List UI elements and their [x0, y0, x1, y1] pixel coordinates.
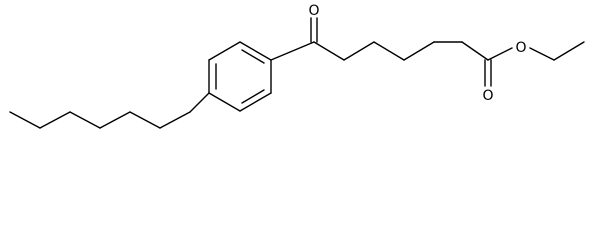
bond — [39, 111, 71, 129]
bond — [159, 111, 191, 129]
hexyl-chain — [9, 92, 210, 129]
bond — [313, 41, 345, 61]
ester-carbonyl-oxygen-label: O — [482, 88, 493, 104]
bond — [529, 47, 555, 61]
bond — [99, 111, 131, 129]
bond — [9, 111, 41, 129]
bond — [239, 41, 272, 61]
bond — [461, 41, 489, 61]
bond — [403, 41, 435, 61]
bond — [129, 111, 161, 129]
keto-ester-chain — [270, 17, 585, 87]
bond — [239, 92, 272, 112]
atom-labels: O O O — [308, 3, 526, 104]
ketone-oxygen-label: O — [308, 3, 319, 19]
ester-ether-oxygen-label: O — [515, 40, 526, 56]
bond — [487, 47, 513, 61]
bond — [208, 41, 241, 61]
benzene-ring — [208, 41, 272, 112]
bond — [270, 41, 315, 61]
aromatic-double-bond — [241, 89, 265, 104]
bond — [69, 111, 101, 129]
bond — [553, 41, 585, 61]
bond — [373, 41, 405, 61]
bond — [189, 92, 210, 113]
aromatic-double-bond — [241, 49, 265, 64]
bond — [343, 41, 375, 61]
structure-diagram: O O O — [9, 3, 585, 129]
bond — [208, 92, 241, 112]
